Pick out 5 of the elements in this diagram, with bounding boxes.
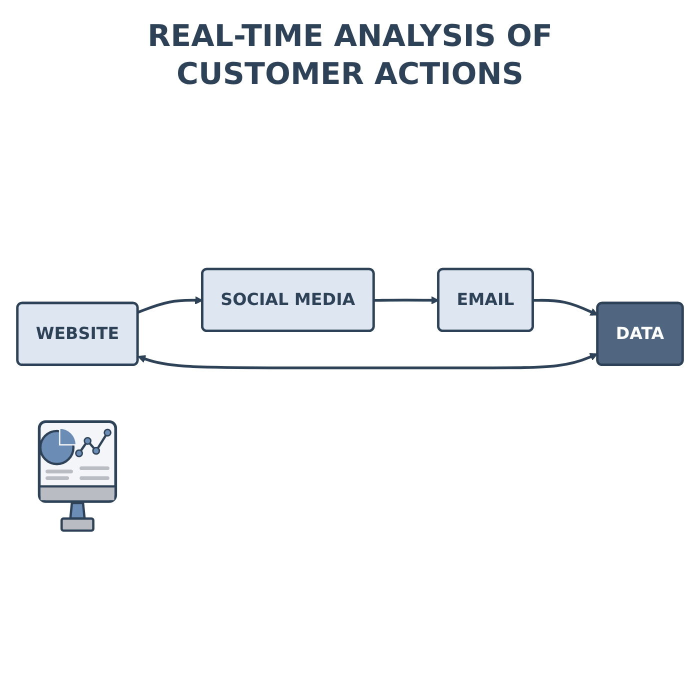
arrow — [138, 296, 204, 314]
title: REAL-TIME ANALYSIS OF CUSTOMER ACTIONS — [146, 18, 554, 93]
arrow — [374, 296, 440, 304]
arrow — [533, 298, 598, 316]
arrow — [138, 352, 598, 370]
